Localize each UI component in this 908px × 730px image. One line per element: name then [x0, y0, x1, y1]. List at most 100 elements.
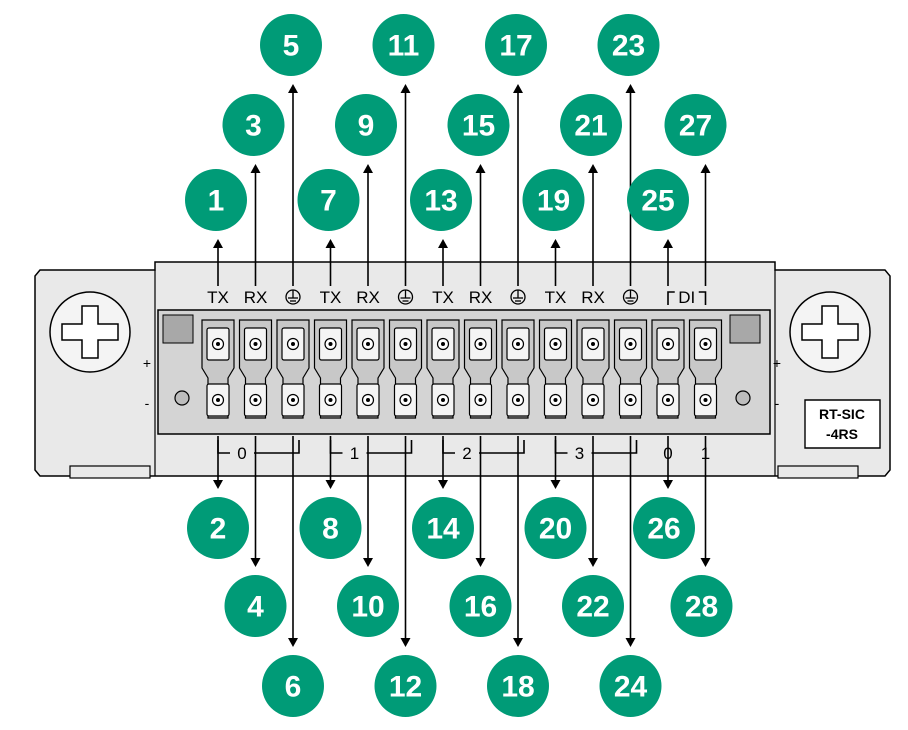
lead-line — [550, 239, 561, 286]
callout-number: 19 — [537, 185, 570, 218]
ground-icon — [285, 289, 301, 305]
terminal-pin — [576, 319, 610, 419]
pin-label: RX — [469, 288, 493, 307]
terminal-pins — [201, 319, 723, 419]
callout-18: 18 — [487, 655, 549, 717]
callout-20: 20 — [524, 497, 587, 559]
callout-number: 9 — [358, 110, 375, 143]
callout-14: 14 — [412, 497, 474, 559]
callout-number: 23 — [612, 30, 645, 63]
terminal-pin — [313, 319, 348, 419]
terminal-pin — [388, 319, 423, 419]
callout-12: 12 — [374, 655, 437, 717]
lead-line — [213, 436, 223, 489]
callout-28: 28 — [670, 575, 733, 637]
callout-11: 11 — [372, 14, 435, 76]
callout-5: 5 — [260, 14, 322, 76]
lead-line — [663, 436, 673, 489]
right-plus-sign: + — [773, 355, 781, 371]
callout-7: 7 — [297, 169, 360, 231]
callout-15: 15 — [447, 94, 510, 156]
callout-24: 24 — [599, 655, 662, 717]
callout-number: 11 — [388, 30, 420, 63]
callout-19: 19 — [522, 169, 585, 231]
callout-number: 6 — [285, 671, 302, 704]
lead-line — [363, 164, 373, 286]
callout-4: 4 — [224, 575, 287, 637]
terminal-pin — [426, 319, 460, 419]
lead-line — [625, 436, 636, 647]
terminal-pin — [238, 319, 273, 419]
terminal-pin — [351, 319, 385, 419]
lead-line — [513, 84, 523, 286]
lead-line — [250, 164, 261, 286]
lead-line — [513, 436, 523, 647]
ground-icon — [397, 289, 414, 305]
callout-21: 21 — [560, 94, 622, 156]
ground-icon — [622, 289, 639, 305]
terminal-pin — [651, 319, 685, 419]
callouts: 1357911131517192123252724681012141618202… — [185, 14, 733, 717]
lead-line — [550, 436, 561, 489]
lead-line — [588, 436, 598, 567]
lead-line — [588, 164, 598, 286]
terminal-pin — [276, 319, 310, 419]
callout-9: 9 — [335, 94, 397, 156]
lead-line — [288, 436, 298, 647]
ground-icon — [510, 289, 526, 305]
callout-number: 27 — [679, 110, 712, 143]
di-bracket: DI — [667, 288, 707, 307]
port-group-label: 0 — [237, 444, 246, 463]
pin-label: RX — [356, 288, 380, 307]
callout-1: 1 — [185, 169, 247, 231]
callout-number: 5 — [283, 30, 300, 63]
callout-number: 12 — [389, 671, 422, 704]
callout-number: 7 — [320, 185, 337, 218]
callout-number: 1 — [208, 185, 225, 218]
lead-line — [400, 436, 411, 647]
lead-line — [438, 239, 448, 286]
callout-number: 26 — [647, 513, 680, 546]
pin-label: TX — [432, 288, 454, 307]
model-badge: RT-SIC -4RS — [804, 399, 881, 449]
terminal-pin — [463, 319, 498, 419]
lead-line — [363, 436, 373, 567]
callout-22: 22 — [562, 575, 624, 637]
lead-line — [400, 84, 411, 286]
callout-6: 6 — [262, 655, 324, 717]
callout-number: 14 — [426, 513, 460, 546]
lead-line — [325, 436, 336, 489]
callout-number: 16 — [464, 591, 497, 624]
callout-number: 25 — [641, 185, 674, 218]
callout-23: 23 — [597, 14, 660, 76]
callout-10: 10 — [337, 575, 399, 637]
lead-line — [700, 164, 711, 286]
callout-2: 2 — [187, 497, 249, 559]
callout-number: 13 — [424, 185, 457, 218]
badge-line1: RT-SIC — [819, 406, 865, 422]
callout-number: 4 — [247, 591, 264, 624]
lead-line — [288, 84, 298, 286]
callout-13: 13 — [410, 169, 472, 231]
callout-number: 21 — [574, 110, 607, 143]
callout-number: 3 — [245, 110, 262, 143]
left-plus-sign: + — [143, 355, 151, 371]
callout-number: 22 — [576, 591, 609, 624]
right-minus-sign: - — [775, 395, 780, 411]
callout-number: 17 — [499, 30, 532, 63]
callout-3: 3 — [222, 94, 285, 156]
pin-label: RX — [581, 288, 605, 307]
callout-26: 26 — [633, 497, 695, 559]
left-screw-icon — [49, 291, 131, 373]
pin-label: TX — [320, 288, 342, 307]
lead-lines — [213, 84, 711, 647]
left-minus-sign: - — [145, 395, 150, 411]
terminal-pin — [201, 319, 235, 419]
di-label: DI — [678, 288, 695, 307]
callout-25: 25 — [627, 169, 689, 231]
terminal-pin — [688, 319, 723, 419]
lead-line — [475, 436, 486, 567]
lead-line — [438, 436, 448, 489]
